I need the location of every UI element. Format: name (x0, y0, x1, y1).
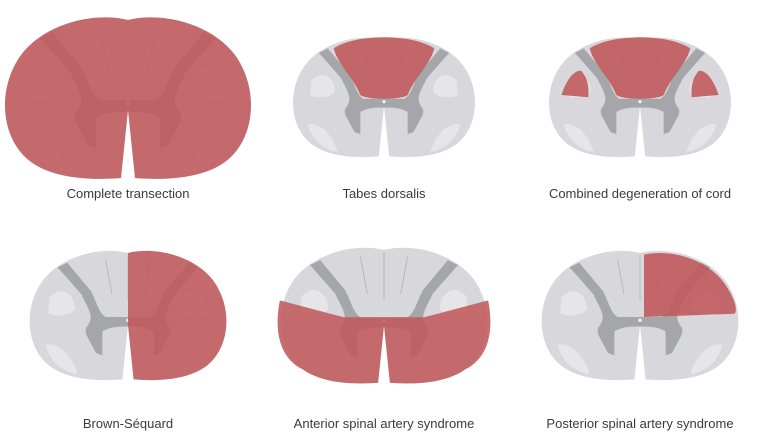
spinal-cord-diagram (292, 37, 476, 158)
lesion-area (644, 252, 736, 317)
panel-combined-degeneration: Combined degeneration of cord (512, 0, 768, 217)
spinal-cord-diagram (4, 16, 252, 180)
lesion-area (589, 37, 691, 99)
lesion-area (333, 37, 435, 99)
caption: Combined degeneration of cord (548, 186, 732, 201)
caption: Posterior spinal artery syndrome (546, 416, 734, 431)
lesion-area (128, 250, 227, 381)
spinal-cord-diagram (548, 37, 732, 158)
caption: Brown-Séquard (82, 416, 174, 431)
lesion-area (277, 300, 491, 384)
panel-anterior-spinal-artery: Anterior spinal artery syndrome (256, 218, 512, 435)
panel-brown-sequard: Brown-Séquard (0, 218, 256, 435)
spinal-cord-diagram (29, 250, 227, 381)
panel-complete-transection: Complete transection (0, 0, 256, 217)
caption: Complete transection (66, 186, 190, 201)
panel-tabes-dorsalis: Tabes dorsalis (256, 0, 512, 217)
caption: Tabes dorsalis (342, 186, 426, 201)
lesion-area (4, 17, 252, 179)
spinal-cord-diagram (541, 250, 739, 381)
lesion-lateral-right (691, 70, 719, 98)
panel-posterior-spinal-artery: Posterior spinal artery syndrome (512, 218, 768, 435)
spinal-cord-diagram (277, 247, 491, 384)
caption: Anterior spinal artery syndrome (293, 416, 475, 431)
lesion-lateral-left (561, 70, 589, 98)
